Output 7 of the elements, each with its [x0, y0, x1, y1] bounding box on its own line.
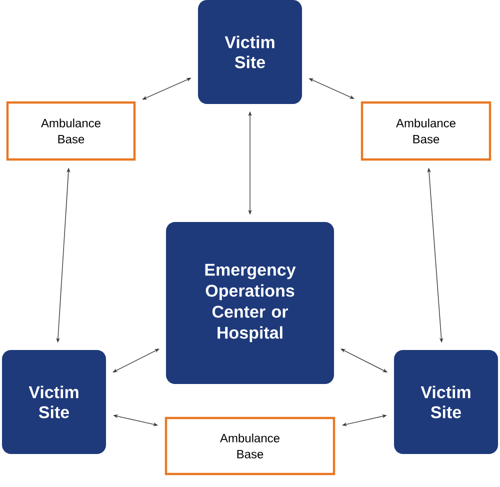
site-box: Victim Site: [394, 350, 498, 454]
site-box: Victim Site: [2, 350, 106, 454]
ambulance-base-box: Ambulance Base: [6, 101, 136, 161]
ambulance-base-box: Ambulance Base: [360, 101, 492, 161]
ambulance-base-box: Ambulance Base: [164, 416, 336, 476]
center-box: Emergency Operations Center or Hospital: [166, 222, 334, 384]
site-box: Victim Site: [198, 0, 302, 104]
